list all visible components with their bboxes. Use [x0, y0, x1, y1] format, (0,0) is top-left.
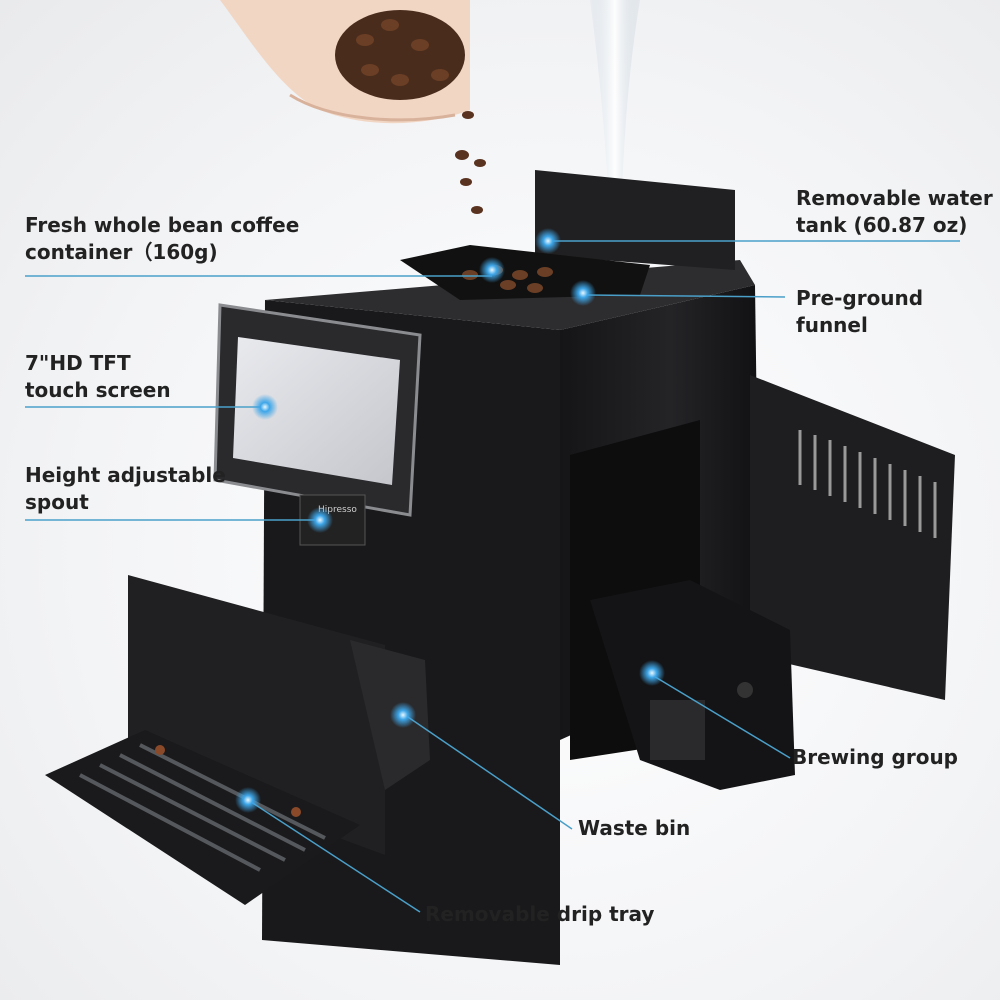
- callout-lines: [25, 240, 960, 913]
- touch-screen: [213, 303, 422, 517]
- label-waste-bin: Waste bin: [578, 815, 690, 842]
- label-line: Waste bin: [578, 816, 691, 840]
- label-line: spout: [25, 490, 89, 514]
- label-bean-container: Fresh whole bean coffee container（160g): [25, 212, 299, 266]
- label-line: 7"HD TFT: [25, 351, 131, 375]
- callout-dot-preground: [570, 280, 596, 306]
- label-line: Height adjustable: [25, 463, 226, 487]
- callout-line-drip: [247, 799, 421, 913]
- label-line: container（160g): [25, 240, 218, 264]
- label-line: Removable drip tray: [425, 902, 655, 926]
- callout-line-waste: [404, 714, 573, 830]
- label-drip-tray: Removable drip tray: [425, 901, 654, 928]
- drip-tray: [45, 730, 360, 905]
- callout-dot-spout: [307, 507, 333, 533]
- brand-logo: Hipresso: [318, 505, 357, 515]
- label-line: Pre-ground: [796, 286, 924, 310]
- water-stream: [590, 0, 640, 190]
- callout-line-preground: [584, 294, 786, 298]
- callout-dot-waste: [390, 702, 416, 728]
- callout-dot-bean: [479, 257, 505, 283]
- callout-line-brew: [651, 674, 791, 759]
- label-line: touch screen: [25, 378, 171, 402]
- label-brewing-group: Brewing group: [792, 744, 958, 771]
- callout-dots: [235, 228, 665, 813]
- callout-dot-screen: [252, 394, 278, 420]
- side-door: [750, 375, 955, 700]
- label-water-tank: Removable water tank (60.87 oz): [796, 185, 993, 239]
- label-line: funnel: [796, 313, 868, 337]
- label-line: tank (60.87 oz): [796, 213, 968, 237]
- label-preground-funnel: Pre-ground funnel: [796, 285, 923, 339]
- label-line: Removable water: [796, 186, 993, 210]
- machine-body: [262, 170, 760, 965]
- label-line: Fresh whole bean coffee: [25, 213, 300, 237]
- label-touch-screen: 7"HD TFT touch screen: [25, 350, 171, 404]
- hand-with-beans: [220, 0, 486, 214]
- brewing-group: [590, 580, 795, 790]
- callout-dot-brew: [639, 660, 665, 686]
- callout-dot-water: [535, 228, 561, 254]
- callout-dot-drip: [235, 787, 261, 813]
- label-height-spout: Height adjustable spout: [25, 462, 226, 516]
- label-line: Brewing group: [792, 745, 958, 769]
